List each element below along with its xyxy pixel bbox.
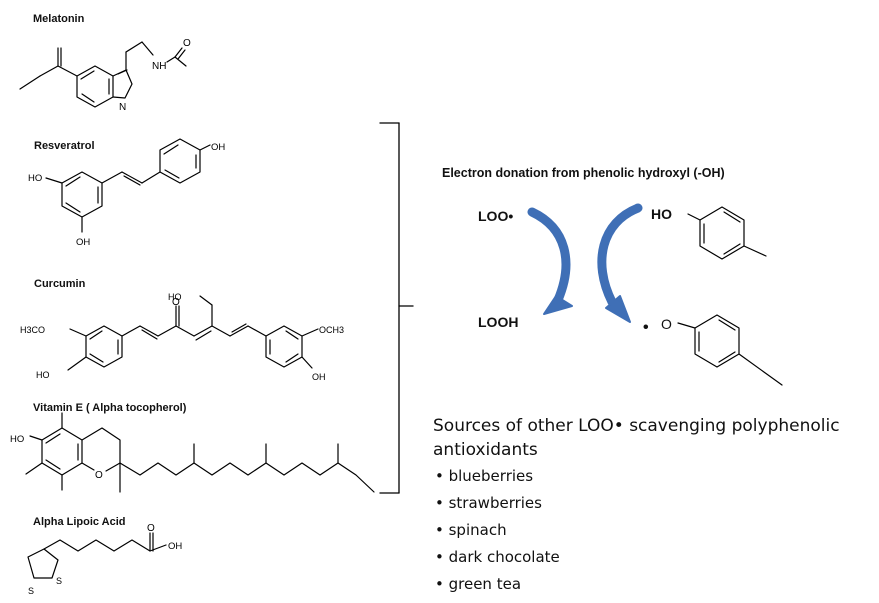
lipoic-acid-structure: S S O OH	[27, 523, 182, 596]
melatonin-n-label: N	[119, 102, 126, 113]
curved-arrow-left	[527, 207, 571, 305]
arrow-head-left	[543, 295, 573, 315]
resveratrol-ho-left: HO	[28, 173, 42, 184]
curcumin-oh-right-label: OH	[312, 372, 326, 382]
curcumin-label: Curcumin	[34, 278, 86, 290]
looh-label: LOOH	[478, 314, 518, 330]
lipoic-o-label: O	[147, 523, 155, 534]
source-item: • dark chocolate	[435, 548, 560, 566]
phenoxyl-o-label: O	[661, 316, 672, 332]
sources-heading-line1: Sources of other LOO• scavenging polyphe…	[433, 416, 840, 436]
melatonin-structure: N NH O	[19, 38, 191, 113]
lipoic-oh-label: OH	[168, 541, 182, 552]
radical-dot: •	[643, 319, 649, 336]
vitamin-e-structure: HO O	[10, 412, 375, 493]
source-item: • spinach	[435, 521, 507, 539]
resveratrol-oh-bottom: OH	[76, 237, 90, 248]
curcumin-och3-label: OCH3	[319, 325, 344, 335]
source-item: • green tea	[435, 575, 522, 593]
vitamin-e-o-label: O	[95, 470, 103, 481]
melatonin-o-label: O	[183, 38, 191, 49]
lipoic-s2-label: S	[56, 576, 62, 586]
lipoic-s1-label: S	[28, 586, 34, 596]
arrow-head-right	[605, 295, 631, 323]
resveratrol-structure: OH HO OH	[28, 138, 225, 248]
vitamin-e-label: Vitamin E ( Alpha tocopherol)	[33, 402, 187, 414]
curcumin-h3co-label: H3CO	[20, 325, 45, 335]
phenol-ho-label: HO	[651, 206, 672, 222]
mechanism-diagram: LOO• LOOH HO • O	[478, 203, 783, 386]
vitamin-e-ho-label: HO	[10, 434, 24, 445]
source-item: • strawberries	[435, 494, 542, 512]
sources-heading-line2: antioxidants	[433, 440, 538, 460]
lipoic-acid-label: Alpha Lipoic Acid	[33, 516, 126, 528]
melatonin-label: Melatonin	[33, 13, 85, 25]
curcumin-structure: H3CO HO O HO	[20, 292, 344, 382]
resveratrol-label: Resveratrol	[34, 140, 95, 152]
grouping-bracket	[379, 122, 414, 494]
curved-arrow-right	[597, 203, 643, 307]
loo-radical-label: LOO•	[478, 208, 513, 224]
mechanism-caption: Electron donation from phenolic hydroxyl…	[442, 166, 725, 180]
curcumin-ho-left-label: HO	[36, 370, 50, 380]
melatonin-nh-label: NH	[152, 61, 166, 72]
resveratrol-oh-top: OH	[211, 142, 225, 153]
curcumin-o-label: O	[172, 297, 180, 308]
curcumin-ho-top-label: HO	[168, 292, 182, 302]
source-item: • blueberries	[435, 467, 534, 485]
